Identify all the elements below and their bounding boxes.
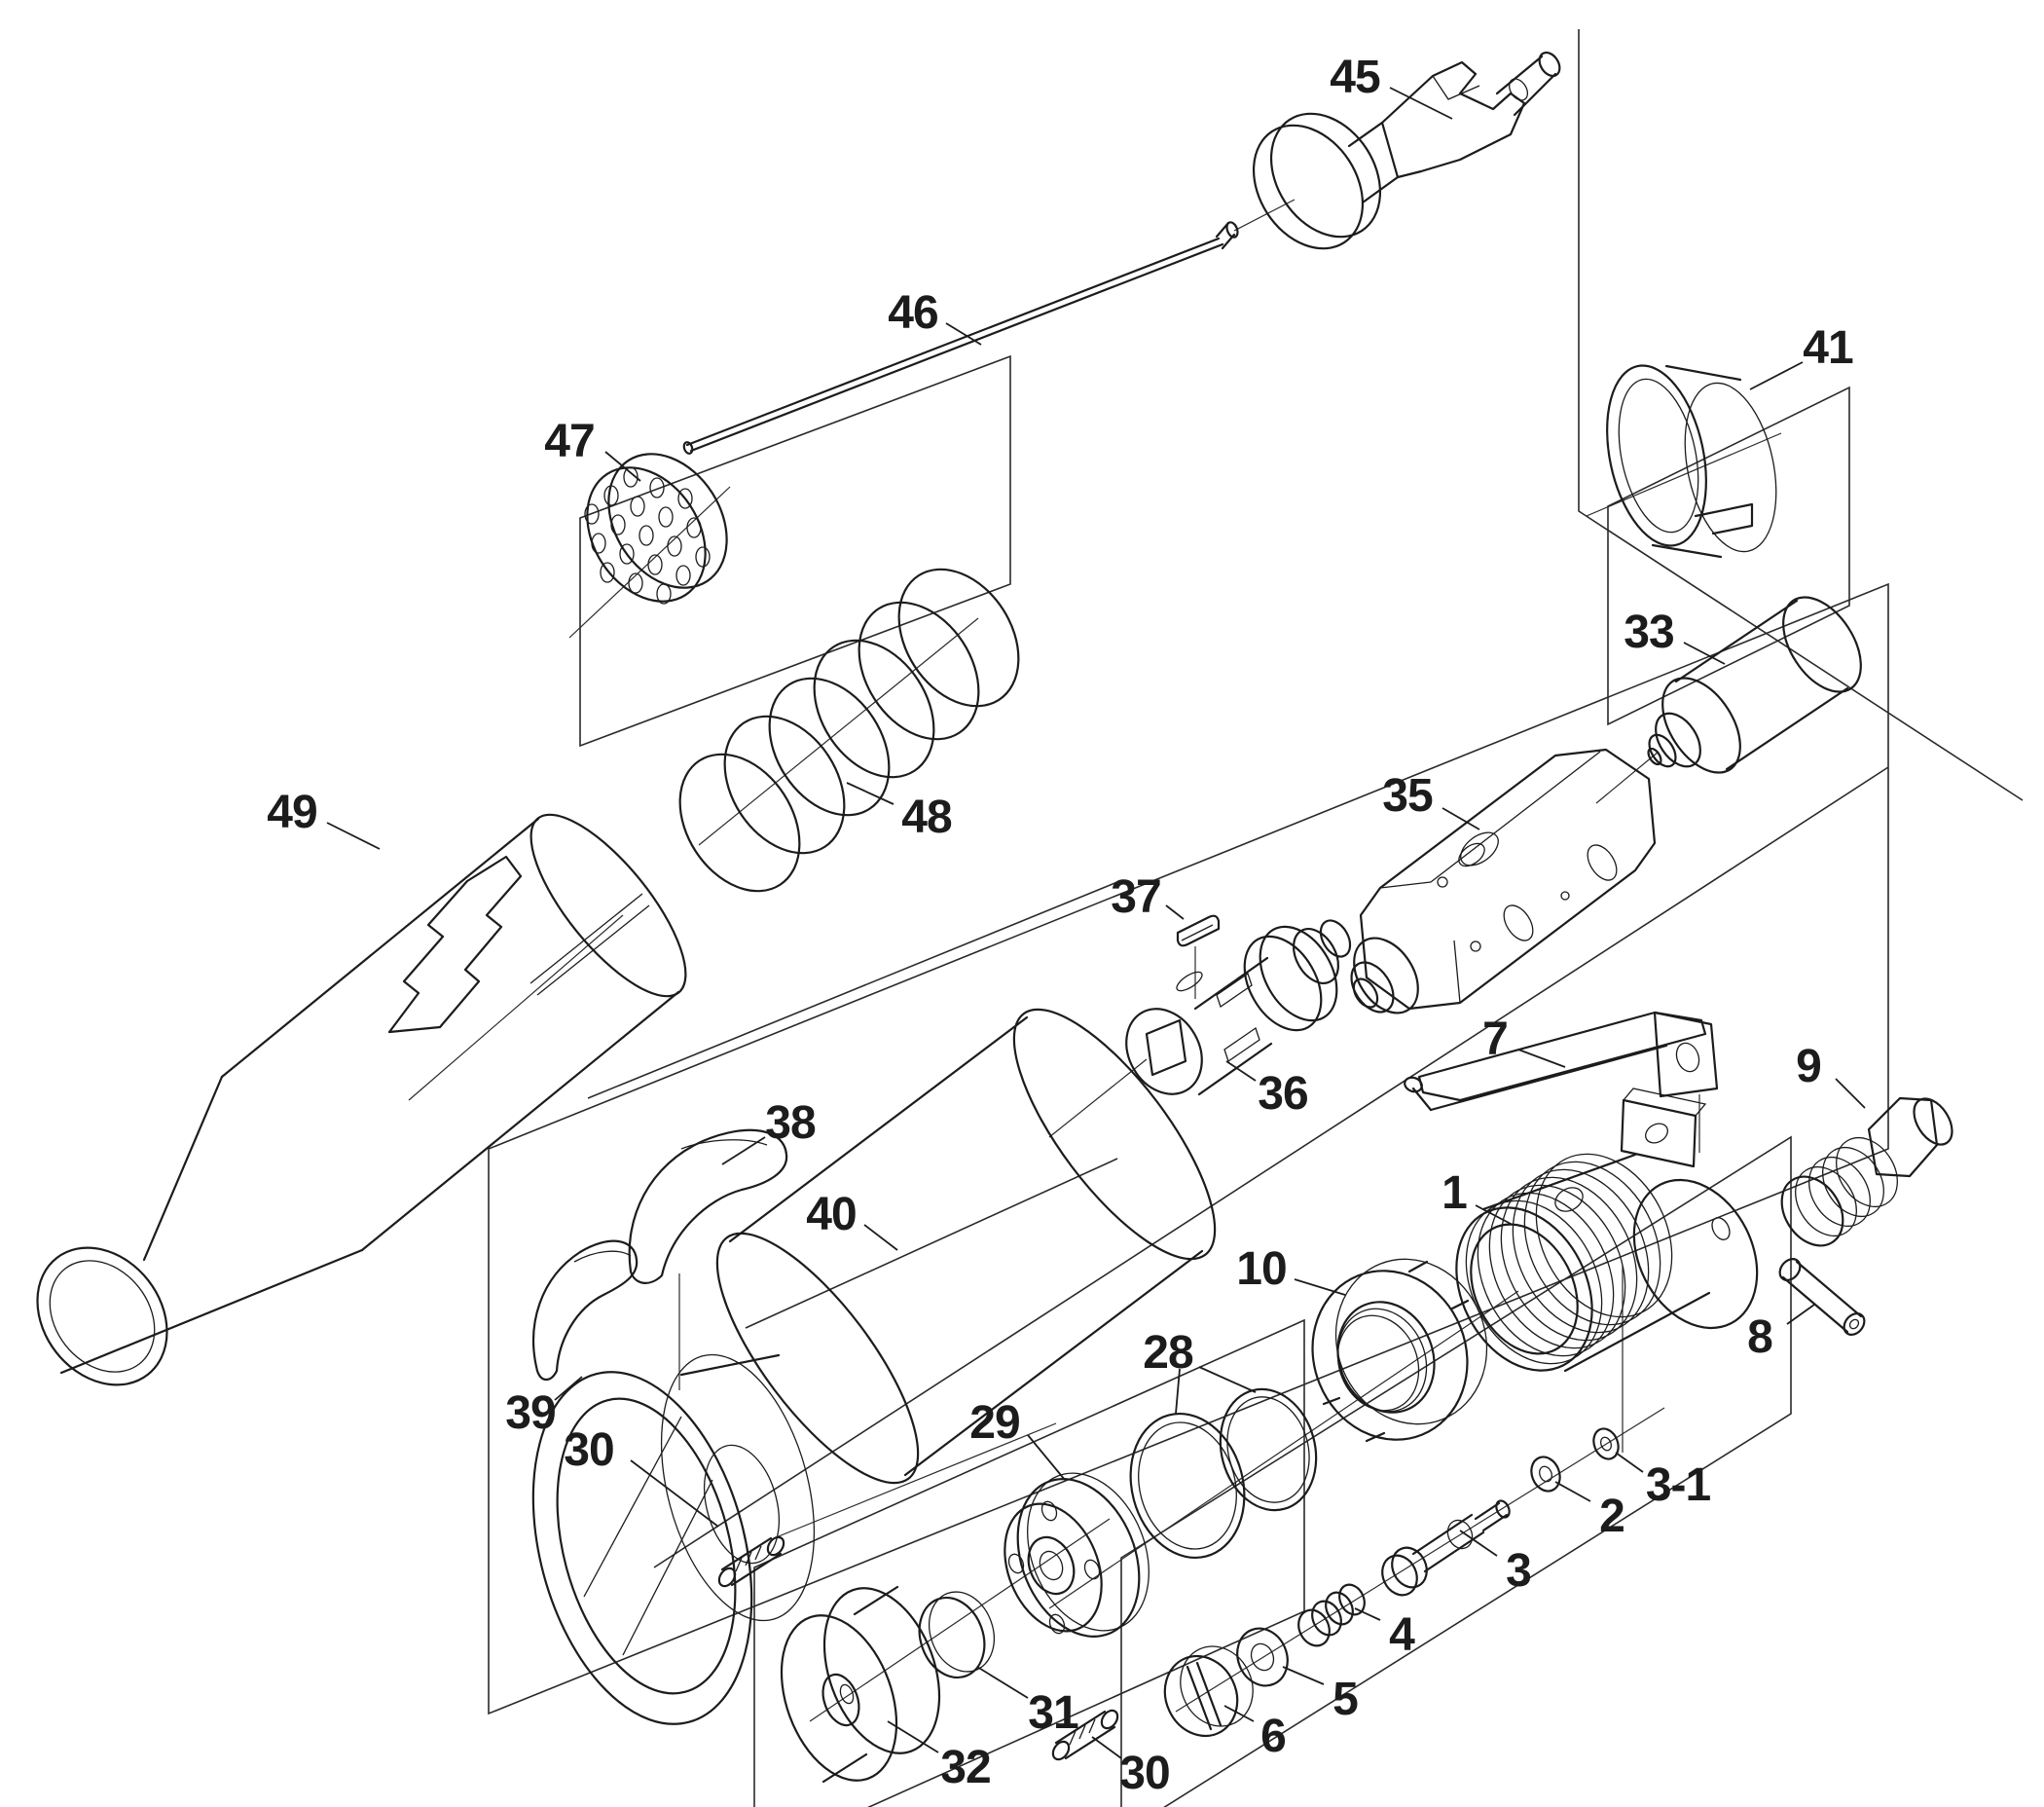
leader-line-4 bbox=[1354, 1607, 1381, 1621]
part-40-cylinder bbox=[715, 1008, 1217, 1485]
part-39-clamp-shoe bbox=[532, 1239, 639, 1382]
part-31-disc bbox=[918, 1591, 995, 1679]
group-panels bbox=[488, 29, 2024, 1807]
leader-line-8 bbox=[1786, 1304, 1815, 1325]
part-label-48: 48 bbox=[901, 792, 952, 843]
part-label-47: 47 bbox=[544, 416, 594, 467]
leader-line-2 bbox=[1554, 1481, 1591, 1502]
part-1-housing bbox=[1455, 1088, 1759, 1373]
part-29-valve-plate bbox=[1004, 1472, 1150, 1638]
leader-line-3-1 bbox=[1615, 1452, 1644, 1473]
leader-line-33 bbox=[1683, 642, 1726, 665]
part-label-31: 31 bbox=[1028, 1687, 1078, 1739]
part-label-5: 5 bbox=[1332, 1674, 1358, 1725]
part-label-9: 9 bbox=[1796, 1041, 1821, 1092]
leader-line-48 bbox=[846, 782, 894, 805]
leader-line-37 bbox=[1165, 904, 1185, 920]
leader-line-5 bbox=[1282, 1666, 1325, 1685]
leader-line-28 bbox=[1198, 1366, 1257, 1393]
leader-line-39 bbox=[554, 1376, 583, 1401]
part-label-38: 38 bbox=[765, 1097, 816, 1149]
part-8-pin bbox=[1778, 1258, 1866, 1336]
part-label-3: 3 bbox=[1506, 1545, 1531, 1597]
leader-line-47 bbox=[604, 451, 641, 482]
part-label-3-1: 3-1 bbox=[1646, 1459, 1711, 1511]
part-6-slotted-plug bbox=[1163, 1645, 1254, 1738]
part-label-40: 40 bbox=[806, 1189, 856, 1240]
leader-line-38 bbox=[721, 1136, 766, 1165]
part-label-10: 10 bbox=[1236, 1243, 1286, 1295]
part-49-barrel bbox=[36, 813, 687, 1386]
part-45-latch bbox=[1252, 51, 1561, 250]
part-35-valve-block bbox=[1350, 748, 1657, 1014]
leader-line-41 bbox=[1749, 361, 1804, 390]
disc-holes bbox=[584, 466, 711, 605]
leader-line-30 bbox=[630, 1459, 719, 1528]
part-7-throttle-lever bbox=[1404, 1011, 1719, 1112]
part-36-valve-plug bbox=[1125, 919, 1352, 1096]
part-4-valve-spring bbox=[1297, 1583, 1366, 1647]
part-label-35: 35 bbox=[1382, 770, 1433, 822]
leader-line-45 bbox=[1389, 87, 1453, 120]
part-10-collar-nut bbox=[1311, 1258, 1488, 1443]
leader-line-9 bbox=[1835, 1078, 1866, 1109]
part-30-splined-pin-a bbox=[717, 1535, 785, 1588]
leader-line-10 bbox=[1294, 1278, 1346, 1296]
part-33-valve-piston bbox=[1647, 596, 1862, 774]
leader-line-7 bbox=[1517, 1049, 1566, 1068]
part-label-7: 7 bbox=[1482, 1014, 1508, 1065]
part-3-throttle-valve-stem bbox=[1381, 1499, 1511, 1597]
part-5-washer bbox=[1236, 1627, 1289, 1687]
leader-line-40 bbox=[863, 1224, 898, 1251]
part-label-8: 8 bbox=[1747, 1311, 1772, 1363]
leader-line-35 bbox=[1442, 807, 1480, 830]
part-label-49: 49 bbox=[267, 787, 316, 838]
part-label-6: 6 bbox=[1260, 1711, 1286, 1762]
leader-line-32 bbox=[887, 1720, 939, 1753]
part-label-36: 36 bbox=[1258, 1068, 1307, 1120]
part-2-washer bbox=[1530, 1456, 1561, 1493]
leader-line-29 bbox=[1027, 1434, 1066, 1481]
leader-line-49 bbox=[326, 822, 381, 850]
leader-line-31 bbox=[976, 1666, 1029, 1699]
part-label-4: 4 bbox=[1389, 1609, 1415, 1661]
cam-collar bbox=[531, 1353, 816, 1725]
leader-line-36 bbox=[1225, 1060, 1257, 1082]
assembly-axis-lines bbox=[408, 199, 1782, 1722]
part-3-1-ring bbox=[1592, 1427, 1620, 1460]
part-30-splined-pin-b bbox=[1051, 1709, 1119, 1761]
leader-line-28 bbox=[1175, 1368, 1181, 1415]
part-37-key bbox=[1176, 914, 1221, 947]
part-label-41: 41 bbox=[1803, 322, 1853, 374]
part-label-32: 32 bbox=[940, 1742, 990, 1793]
part-41-split-bushing bbox=[1606, 364, 1777, 559]
part-label-45: 45 bbox=[1330, 52, 1380, 103]
part-47-perforated-disc bbox=[584, 453, 728, 605]
part-label-1: 1 bbox=[1442, 1167, 1467, 1219]
part-label-37: 37 bbox=[1111, 871, 1160, 923]
leader-line-1 bbox=[1475, 1204, 1514, 1226]
leader-line-6 bbox=[1223, 1705, 1255, 1722]
part-label-29: 29 bbox=[969, 1397, 1019, 1449]
part-label-39: 39 bbox=[505, 1387, 555, 1439]
part-label-2: 2 bbox=[1599, 1491, 1624, 1542]
part-46-rod bbox=[682, 221, 1239, 455]
part-label-30: 30 bbox=[564, 1424, 613, 1476]
leader-line-3 bbox=[1459, 1530, 1498, 1557]
part-label-30b: 30 bbox=[1119, 1748, 1169, 1799]
leader-line-46 bbox=[945, 322, 982, 346]
part-9-inlet-bushing bbox=[1780, 1096, 1953, 1247]
leader-line-30b bbox=[1091, 1736, 1122, 1759]
part-38-clamp-shoe bbox=[628, 1128, 788, 1284]
part-32-stop-block bbox=[780, 1585, 941, 1784]
part-label-28: 28 bbox=[1143, 1327, 1193, 1379]
part-48-spring bbox=[678, 568, 1020, 893]
part-label-33: 33 bbox=[1624, 607, 1673, 658]
part-label-46: 46 bbox=[888, 287, 937, 339]
